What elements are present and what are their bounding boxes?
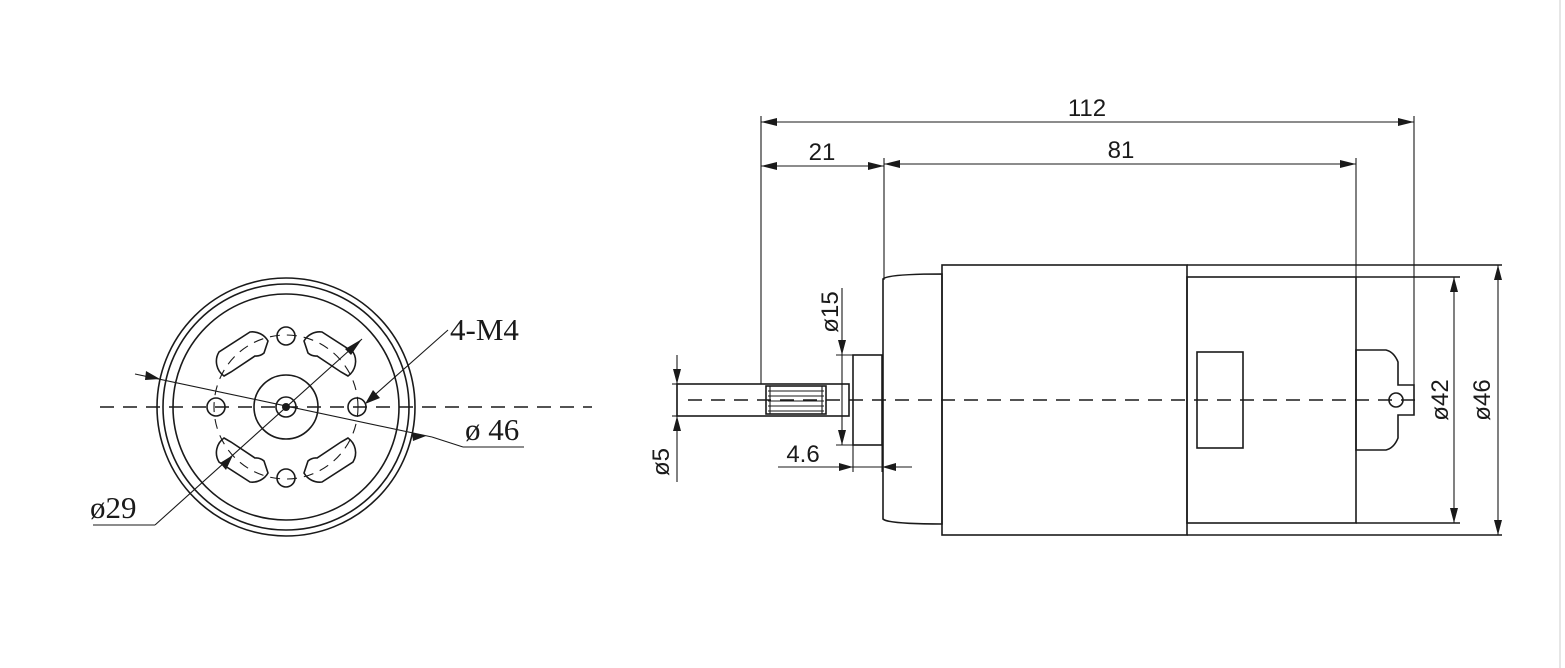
shaft-diameter-label: ø5 xyxy=(648,448,675,476)
terminal-hole xyxy=(1388,392,1404,408)
slot-top-right xyxy=(303,331,357,377)
slot-bottom-left xyxy=(215,437,269,483)
vent-hole-bottom xyxy=(276,468,296,488)
vent-window xyxy=(1196,351,1244,449)
leader-4m4 xyxy=(368,329,449,401)
knurl-hatch xyxy=(768,390,824,412)
side-view: 112 21 81 ø15 ø5 4.6 xyxy=(648,95,1502,536)
face-circle xyxy=(172,293,400,521)
dim-od-arrow-left xyxy=(145,371,160,380)
outer-rim-inner xyxy=(162,283,410,531)
outer-rim xyxy=(156,277,416,537)
leader-bolt-arrow-top xyxy=(345,339,362,355)
dim-od-leader xyxy=(431,436,464,448)
flange-diameter-label: ø46 xyxy=(1469,379,1496,420)
leader-bolt-circle xyxy=(154,338,363,526)
dim-line-od xyxy=(134,373,433,438)
slot-top-left xyxy=(215,331,269,377)
boss-diameter-label: ø15 xyxy=(817,291,844,332)
shaft-length-label: 21 xyxy=(809,139,836,166)
front-boss xyxy=(852,354,883,446)
bolt-circle xyxy=(213,334,359,480)
outer-diameter-label: ø 46 xyxy=(465,412,519,447)
vent-hole-top xyxy=(276,326,296,346)
slot-bottom-right xyxy=(303,437,357,483)
hole-callout-label: 4-M4 xyxy=(450,312,519,347)
mount-hole-left xyxy=(206,397,226,417)
leader-bolt-arrow-bottom xyxy=(220,455,233,470)
mount-hole-right xyxy=(347,397,367,417)
body-diameter-label: ø42 xyxy=(1427,379,1454,420)
knurl xyxy=(765,385,827,415)
front-flange xyxy=(882,273,943,525)
body-length-label: 81 xyxy=(1108,137,1135,164)
dim-od-arrow-right xyxy=(412,433,426,441)
front-view: 4-M4 ø 46 ø29 xyxy=(90,277,592,537)
overall-length-label: 112 xyxy=(1068,95,1106,122)
shaft-end xyxy=(275,396,297,418)
leader-4m4-arrow xyxy=(365,390,380,404)
boss-height-label: 4.6 xyxy=(786,441,819,468)
bolt-circle-diameter-label: ø29 xyxy=(90,490,137,525)
hub xyxy=(253,374,319,440)
rear-terminal xyxy=(1355,349,1415,451)
